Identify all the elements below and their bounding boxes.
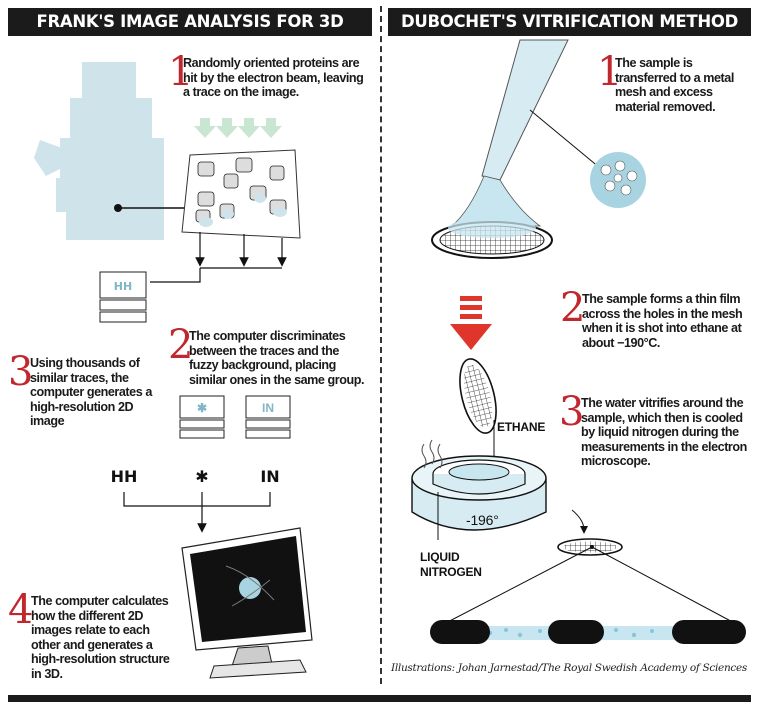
right-step-2: 2 The sample forms a thin film across th… [560, 285, 743, 350]
grouped-stacks [179, 395, 291, 439]
magnify-line [529, 109, 601, 169]
curve-arrow [571, 509, 588, 534]
small-grid-icon [557, 538, 623, 556]
falling-grid-icon [459, 358, 497, 434]
temperature-label: -196° [466, 512, 499, 528]
svg-text:✱: ✱ [195, 467, 208, 486]
cross-section-icon [430, 620, 746, 644]
panel-divider [380, 6, 382, 684]
svg-text:HH: HH [111, 467, 138, 486]
mesh-grid-icon [431, 218, 553, 259]
right-step-3: 3 The water vitrifies around the sample,… [559, 389, 747, 469]
microscope-icon [34, 62, 164, 240]
nitrogen-label: NITROGEN [420, 565, 482, 579]
footer-bar [8, 695, 751, 702]
illustration-credit: Illustrations: Johan Jarnestad/The Royal… [390, 662, 747, 674]
magnified-sample-icon [590, 152, 646, 208]
left-step-4: 4 The computer calculates how the differ… [8, 587, 170, 681]
svg-text:IN: IN [262, 401, 274, 415]
ethane-label: ETHANE [497, 420, 546, 434]
electron-beam-arrows [194, 118, 282, 138]
svg-text:HH: HH [114, 280, 132, 293]
svg-text:✱: ✱ [197, 401, 207, 415]
left-step-3: 3 Using thousands of similar traces, the… [8, 349, 152, 429]
liquid-label: LIQUID [420, 550, 460, 564]
left-panel-title: FRANK'S IMAGE ANALYSIS FOR 3D STRUCTURES [8, 8, 372, 59]
left-step-2: 2 The computer discriminates between the… [168, 322, 365, 387]
left-step-1: 1 Randomly oriented proteins are hit by … [168, 49, 364, 100]
right-panel-title: DUBOCHET'S VITRIFICATION METHOD [388, 8, 751, 36]
2d-structures: HH ✱ IN [111, 467, 280, 486]
svg-text:IN: IN [260, 467, 279, 486]
computer-monitor-icon [181, 527, 313, 679]
red-down-arrow-icon [450, 296, 492, 350]
pipette-icon [450, 39, 569, 227]
vapor-icon [421, 439, 443, 469]
right-step-1: 1 The sample is transferred to a metal m… [597, 49, 734, 114]
nitrogen-container-icon [411, 455, 547, 531]
image-stack [99, 271, 147, 323]
